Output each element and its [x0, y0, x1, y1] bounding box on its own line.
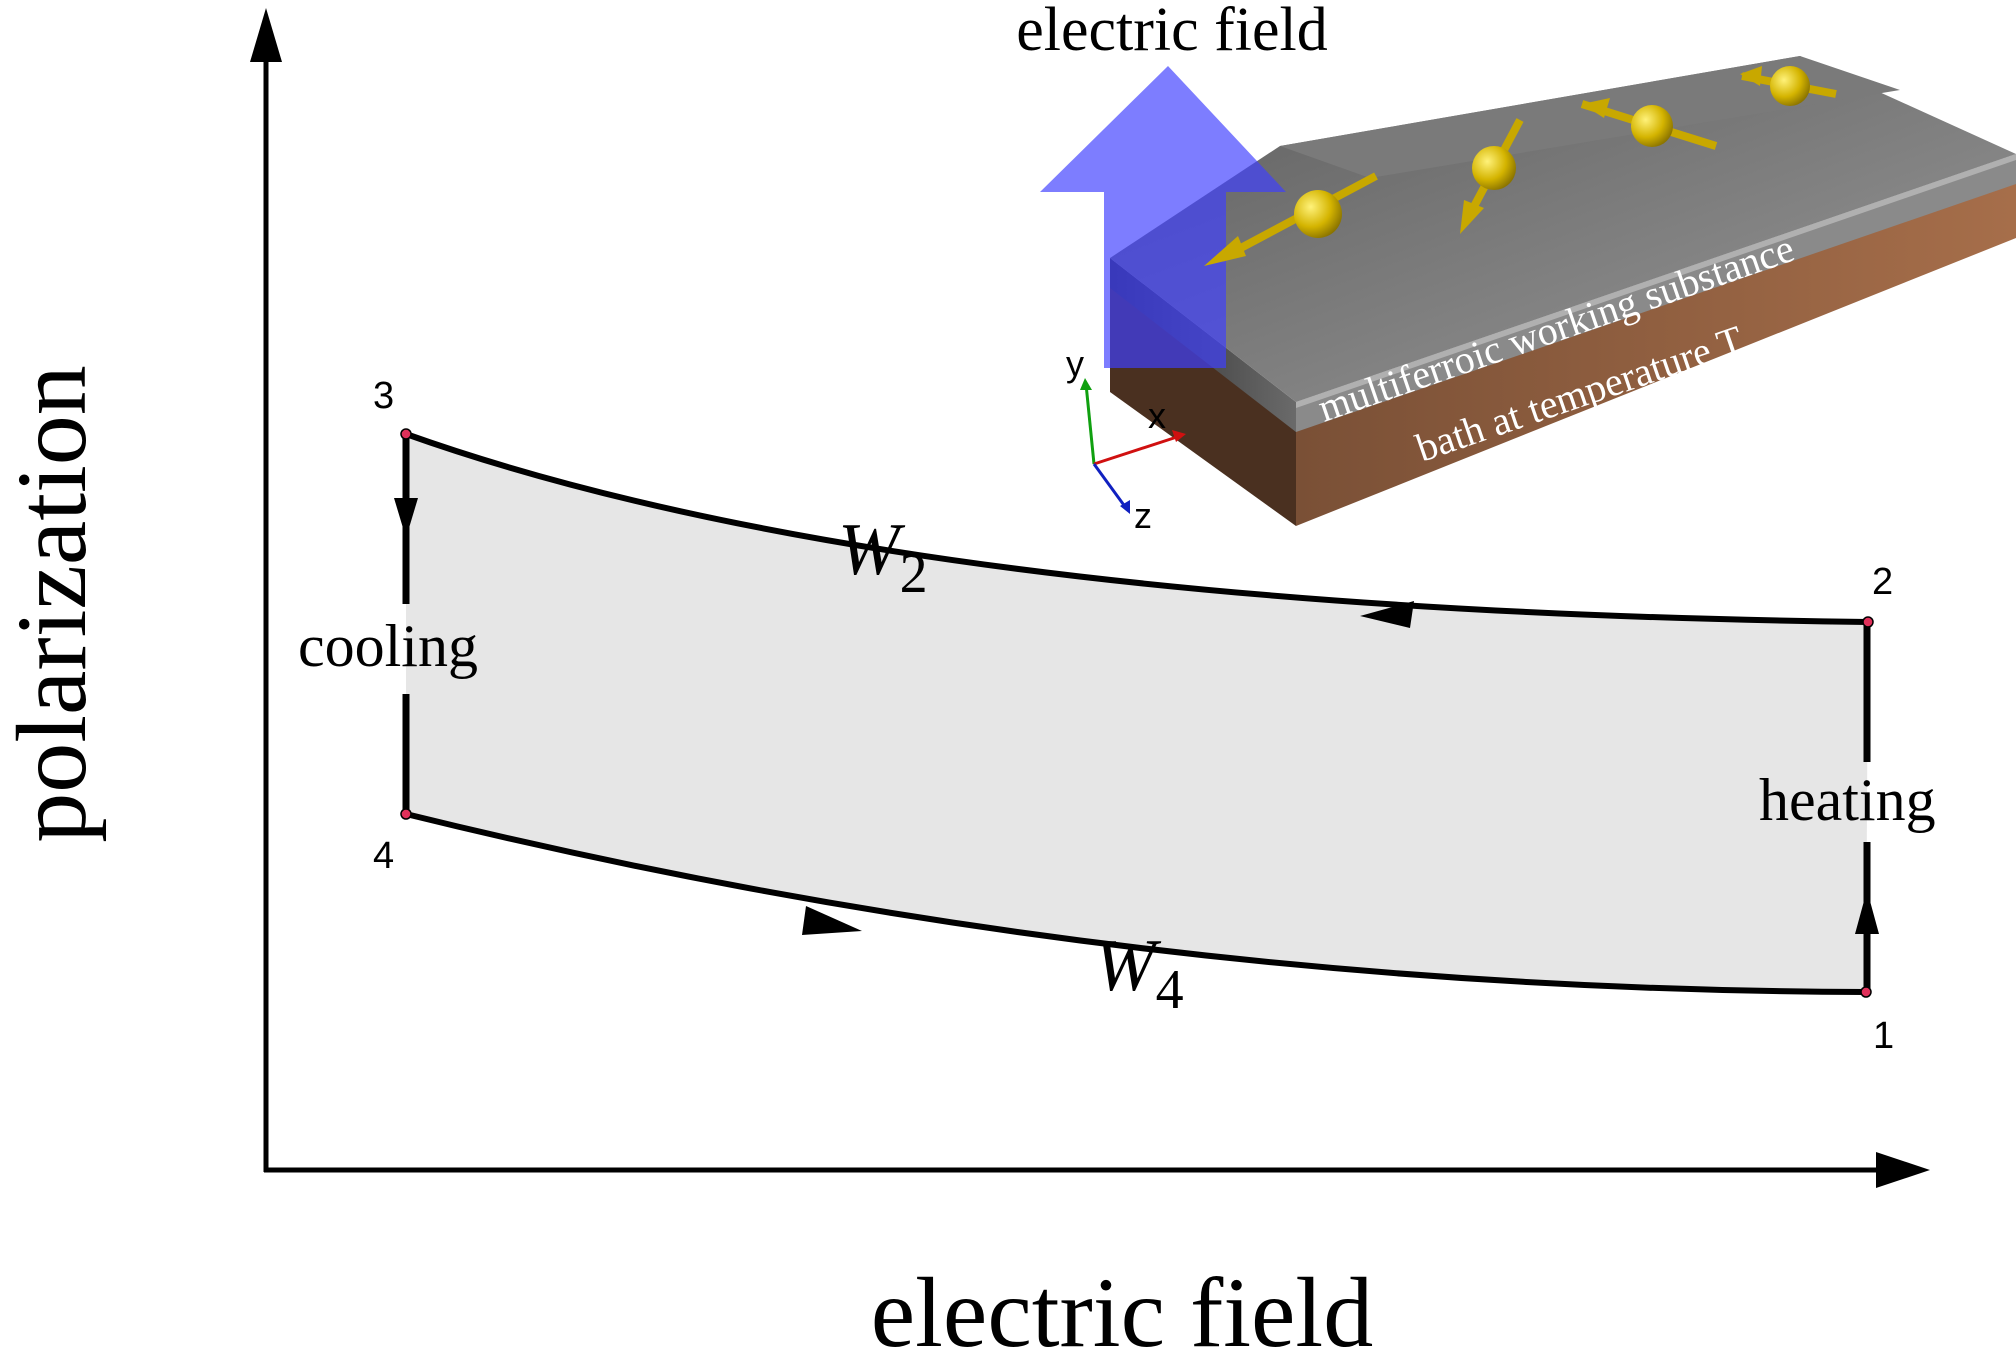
point-marker [1860, 986, 1872, 998]
triad-y-label: y [1066, 343, 1084, 384]
triad-x-arrow-icon [1172, 430, 1186, 442]
slab-top-face-back [1280, 56, 1900, 178]
work-label-w2: W2 [838, 509, 928, 605]
point-label-2: 2 [1872, 561, 1893, 603]
lower-adiabat-curve [405, 811, 1867, 995]
upper-adiabat-curve [404, 431, 1869, 625]
cycle-area [406, 434, 1868, 992]
arrow-up-icon [1855, 890, 1879, 934]
spin-icon [1460, 118, 1524, 234]
arrow-right-icon [802, 906, 862, 935]
field-arrow-icon [1040, 66, 1286, 368]
bath-side-face [1296, 170, 2016, 526]
heating-label: heating [1759, 767, 1936, 833]
cooling-label: cooling [298, 613, 478, 679]
triad-z-arrow-icon [1120, 500, 1130, 514]
substance-side-face [1296, 154, 2016, 432]
point-marker [400, 428, 412, 440]
slab-top-highlight [1296, 154, 2016, 408]
triad-y-axis [1084, 383, 1096, 465]
x-axis-arrow-icon [1876, 1152, 1930, 1188]
y-axis-arrow-icon [250, 8, 282, 62]
point-marker [400, 808, 412, 820]
triad-x-label: x [1148, 395, 1166, 436]
point-label-4: 4 [373, 835, 394, 877]
triad-x-axis [1093, 434, 1181, 466]
inset-slab-illustration: multiferroic working substance bath at t… [1016, 0, 2016, 536]
arrow-down-icon [394, 498, 418, 538]
triad-y-arrow-icon [1080, 378, 1092, 390]
spin-icon [1204, 172, 1378, 266]
y-axis-label: polarization [0, 365, 107, 843]
point-label-1: 1 [1873, 1015, 1894, 1057]
x-axis-label: electric field [871, 1257, 1373, 1358]
work-label-w4: W4 [1094, 925, 1184, 1021]
spin-icon [1580, 98, 1718, 150]
triad-z-label: z [1134, 495, 1152, 536]
triad-z-axis [1092, 463, 1128, 509]
arrow-left-icon [1360, 601, 1414, 628]
field-arrow-label: electric field [1016, 0, 1328, 64]
point-marker [1862, 616, 1874, 628]
spin-icon [1740, 66, 1837, 106]
point-label-3: 3 [373, 375, 394, 417]
